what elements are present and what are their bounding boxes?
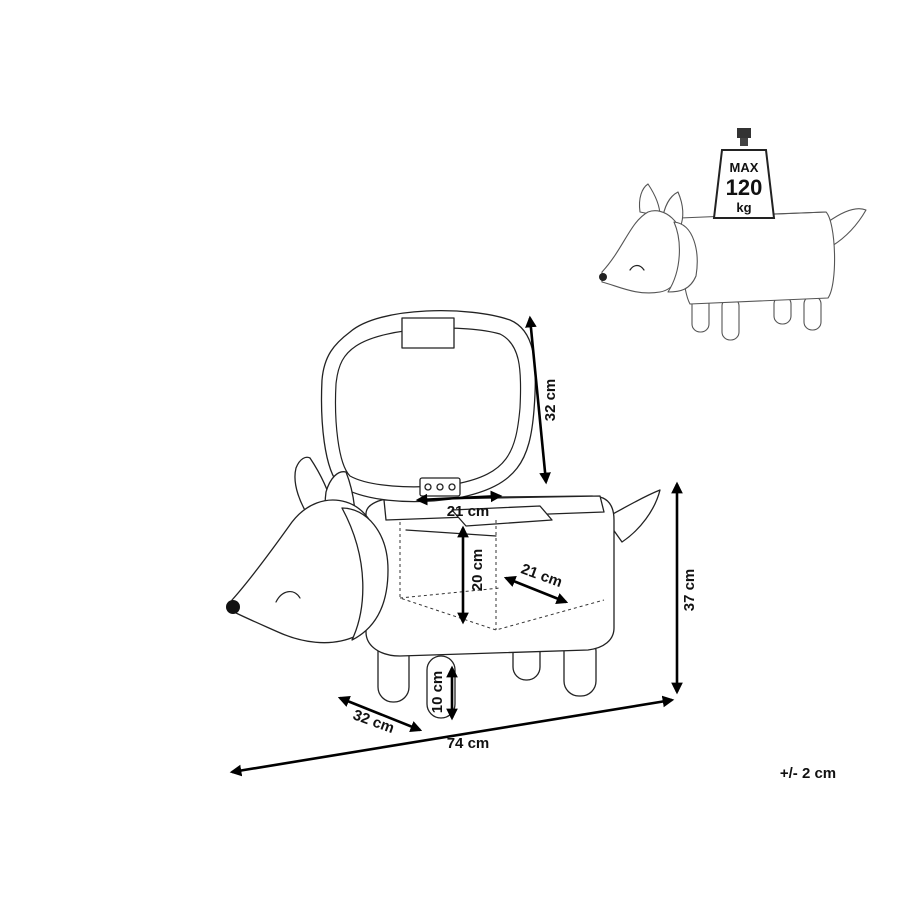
inner-width-arrow — [415, 490, 503, 506]
leg-height-label: 10 cm — [429, 671, 446, 714]
length-arrow — [229, 695, 675, 777]
weight-value: 120 — [726, 175, 763, 200]
inner-height-label: 20 cm — [469, 549, 486, 592]
weight-unit: kg — [736, 200, 751, 215]
length-label: 74 cm — [447, 735, 490, 752]
inner-depth-arrow — [503, 576, 569, 604]
lid-height-arrow — [525, 315, 551, 485]
weight-max-label: MAX — [730, 160, 759, 175]
hinge — [419, 477, 461, 497]
inner-width-label: 21 cm — [447, 503, 490, 520]
main-fox-stool-illustration — [226, 310, 661, 719]
tolerance-label: +/- 2 cm — [780, 765, 836, 782]
total-height-label: 37 cm — [681, 569, 698, 612]
max-weight-badge: MAX 120 kg — [712, 128, 776, 219]
lid-height-label: 32 cm — [542, 379, 559, 422]
preview-fox-illustration — [599, 183, 867, 341]
dimension-arrows — [229, 315, 683, 777]
